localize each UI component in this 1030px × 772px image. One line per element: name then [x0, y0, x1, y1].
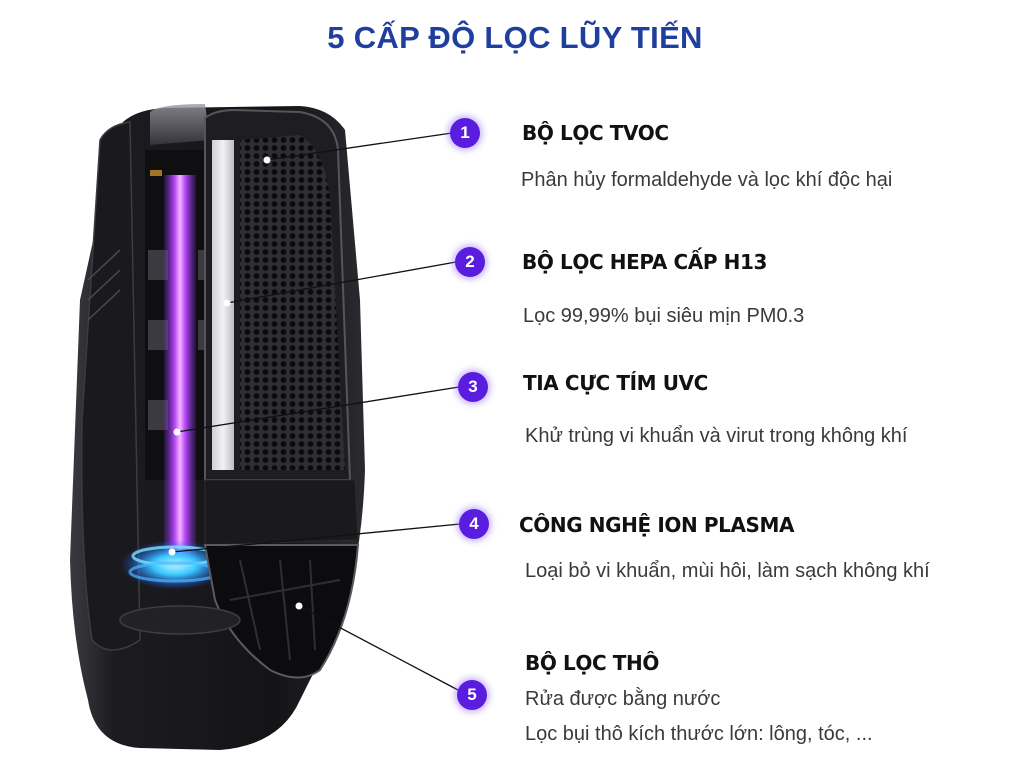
- feature-badge-2: 2: [455, 247, 485, 277]
- feature-desc-coarse-filter-line-2: Lọc bụi thô kích thước lớn: lông, tóc, .…: [525, 723, 873, 745]
- feature-desc-hepa: Lọc 99,99% bụi siêu mịn PM0.3: [523, 305, 805, 327]
- feature-badge-3: 3: [458, 372, 488, 402]
- feature-title-coarse-filter: BỘ LỌC THÔ: [525, 651, 659, 675]
- feature-title-hepa: BỘ LỌC HEPA CẤP H13: [522, 250, 768, 274]
- feature-desc-uvc: Khử trùng vi khuẩn và virut trong không …: [525, 425, 908, 447]
- feature-title-uvc: TIA CỰC TÍM UVC: [523, 371, 708, 395]
- feature-desc-ion-plasma: Loại bỏ vi khuẩn, mùi hôi, làm sạch khôn…: [525, 560, 930, 582]
- page-title: 5 CẤP ĐỘ LỌC LŨY TIẾN: [327, 20, 703, 55]
- feature-badge-5: 5: [457, 680, 487, 710]
- feature-title-ion-plasma: CÔNG NGHỆ ION PLASMA: [519, 513, 795, 537]
- feature-desc-tvoc: Phân hủy formaldehyde và lọc khí độc hại: [521, 169, 893, 191]
- feature-badge-1: 1: [450, 118, 480, 148]
- feature-title-tvoc: BỘ LỌC TVOC: [522, 121, 669, 145]
- feature-desc-coarse-filter-line-1: Rửa được bằng nước: [525, 688, 721, 710]
- feature-badge-4: 4: [459, 509, 489, 539]
